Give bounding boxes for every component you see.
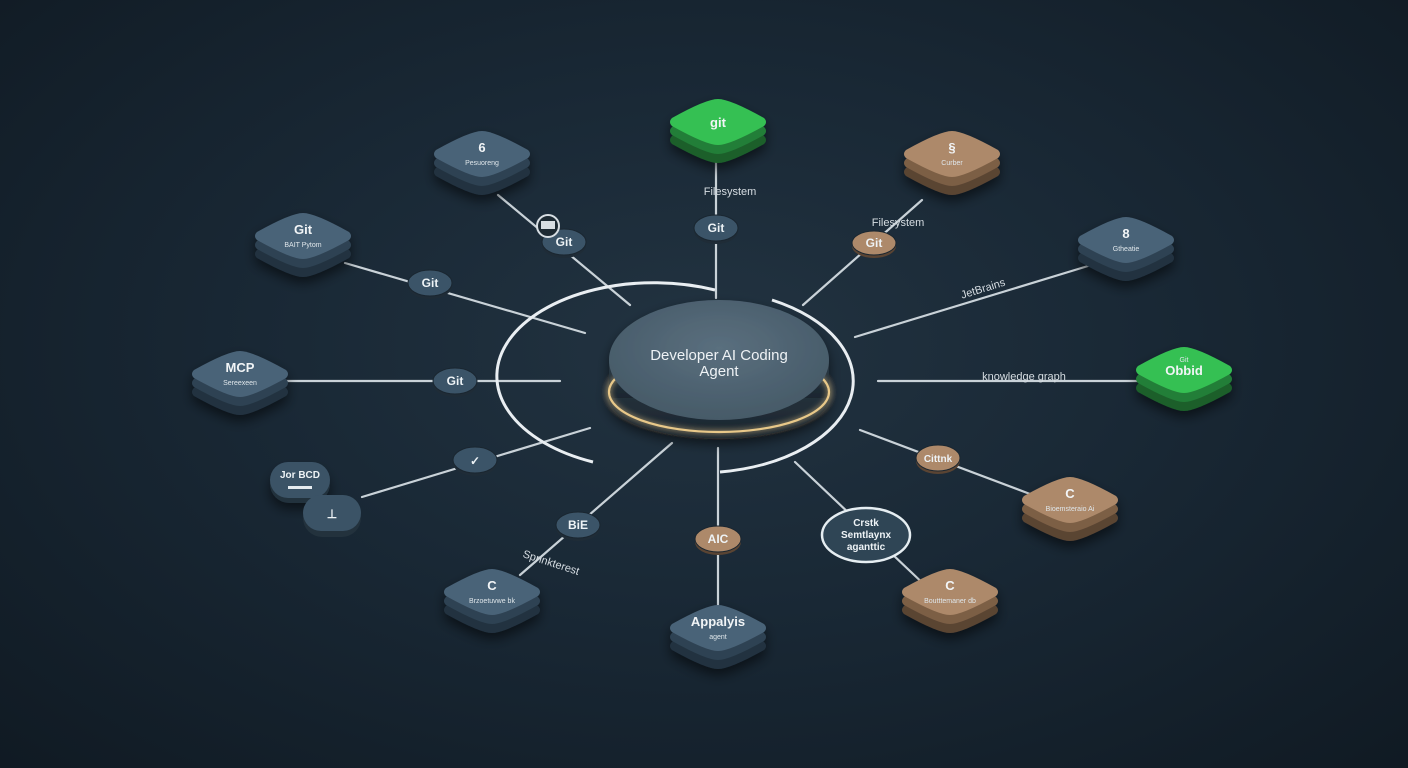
chip-label: Git (447, 374, 464, 388)
plug-icon (536, 214, 560, 238)
check-icon: ✓ (470, 454, 480, 468)
hub-ring-arc-left (495, 281, 716, 464)
node-subtitle: Sereexeen (223, 380, 257, 387)
a-icon: 8 (1122, 226, 1129, 241)
chip-bottom[interactable]: AIC (694, 525, 742, 555)
label-filesystem-right: Filesystem (872, 217, 925, 229)
circle-node-line3: aganttic (847, 542, 886, 553)
chip-lower-left[interactable]: ✓ (452, 446, 498, 476)
chip-left-upper[interactable]: Git (407, 269, 453, 299)
s-icon: § (948, 140, 955, 155)
node-right-lower[interactable]: C Bioemsteraio Ai (1022, 477, 1118, 541)
hub-ring-arc-right (719, 298, 855, 474)
node-pretitle: Git (1180, 357, 1189, 364)
stack-label: Jor BCD (280, 470, 320, 481)
label-knowledge: knowledge graph (982, 371, 1066, 383)
connection-left-upper (343, 261, 587, 335)
node-top-right[interactable]: § Curber (904, 131, 1000, 195)
chip-label: Cittnk (924, 454, 953, 465)
chip-label: Git (422, 276, 439, 290)
stack-node[interactable]: Jor BCD ⊥ (270, 462, 361, 537)
chip-label: AIC (708, 532, 729, 546)
connection-right-upper (853, 264, 1090, 339)
hub-ring (495, 281, 855, 474)
node-title: Obbid (1165, 363, 1203, 378)
label-sprinkle: Sprinkterest (521, 548, 581, 578)
circle-node-line2: Semtlaynx (841, 530, 891, 541)
chip-label: BiE (568, 518, 588, 532)
node-subtitle: Boutttemaner db (924, 598, 976, 605)
chip-label: Git (708, 221, 725, 235)
c-icon: C (487, 578, 497, 593)
hub-title-line1: Developer AI Coding (650, 347, 788, 364)
circle-node-line1: Crstk (853, 518, 879, 529)
c-icon: C (1065, 486, 1075, 501)
dash-icon (288, 486, 312, 489)
hub-title-line2: Agent (699, 363, 739, 380)
central-hub[interactable]: Developer AI Coding Agent (607, 300, 831, 438)
node-bottom[interactable]: Appalyis agent (670, 605, 766, 669)
node-bottom-right[interactable]: C Boutttemaner db (902, 569, 998, 633)
node-subtitle: Bioemsteraio Ai (1046, 506, 1095, 513)
chip-top-right[interactable]: Git (851, 230, 897, 258)
node-bottom-left[interactable]: C Brzoetuvwe bk (444, 569, 540, 633)
circle-node[interactable]: Crstk Semtlaynx aganttic (820, 506, 912, 564)
node-subtitle: BAIT Pytom (284, 242, 321, 249)
node-git-top[interactable]: git (670, 99, 766, 163)
anchor-icon: ⊥ (327, 507, 337, 521)
chip-label: Git (866, 236, 883, 250)
node-subtitle: Brzoetuvwe bk (469, 598, 515, 605)
chip-mcp[interactable]: Git (432, 367, 478, 397)
node-subtitle: Curber (941, 160, 963, 167)
node-subtitle: Pesuoreng (465, 160, 499, 167)
chip-label: Git (556, 235, 573, 249)
chip-bottom-left[interactable]: BiE (555, 511, 601, 541)
connection-bottom-left (518, 441, 674, 577)
b-icon: 6 (478, 140, 485, 155)
node-mcp[interactable]: MCP Sereexeen (192, 351, 288, 415)
node-title: Git (294, 222, 313, 237)
node-subtitle: agent (709, 634, 727, 641)
node-title: git (710, 115, 727, 130)
node-title: Appalyis (691, 614, 745, 629)
c-icon: C (945, 578, 955, 593)
label-filesystem: Filesystem (704, 186, 757, 198)
chip-top[interactable]: Git (693, 214, 739, 244)
chip-right-lower[interactable]: Cittnk (915, 444, 961, 474)
node-subtitle: Gtheatie (1113, 246, 1140, 253)
node-title: MCP (226, 360, 255, 375)
